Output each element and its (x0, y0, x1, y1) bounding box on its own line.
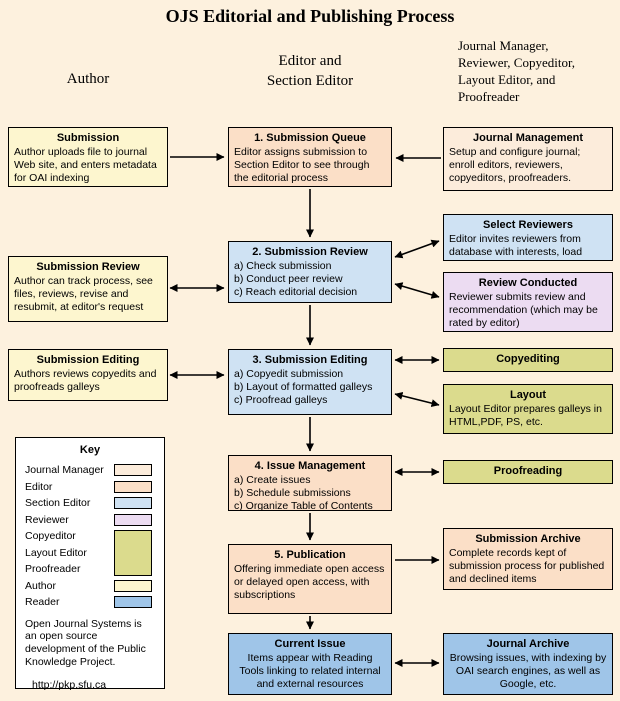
arrow-editing-layout (394, 391, 440, 408)
submission-queue-title: 1. Submission Queue (254, 132, 366, 144)
legend-row-reader: Reader (16, 594, 164, 611)
review-conducted-body: Reviewer submits review and recommendati… (449, 291, 598, 329)
legend-row-proofreader: Proofreader (16, 561, 164, 578)
legend-label: Editor (25, 480, 53, 493)
legend-row-journal-manager: Journal Manager (16, 462, 164, 479)
legend-row-copyeditor: Copyeditor (16, 528, 164, 545)
legend-swatch-author (114, 579, 152, 592)
submission-archive-body: Complete records kept of submission proc… (449, 547, 605, 585)
submission-editing-title: 3. Submission Editing (252, 354, 368, 366)
review-conducted-title: Review Conducted (478, 277, 578, 289)
legend-row-author: Author (16, 578, 164, 595)
journal-management-box: Journal Management Setup and configure j… (443, 127, 613, 191)
issue-management-body: a) Create issues b) Schedule submissions… (234, 474, 373, 512)
legend-label: Copyeditor (25, 530, 76, 543)
publication-body: Offering immediate open access or delaye… (234, 563, 385, 601)
legend-swatch-reviewer (114, 513, 152, 526)
publication-title: 5. Publication (274, 549, 346, 561)
submission-editing-box: 3. Submission Editing a) Copyedit submis… (228, 349, 392, 415)
layout-box: Layout Layout Editor prepares galleys in… (443, 384, 613, 434)
issue-management-box: 4. Issue Management a) Create issues b) … (228, 455, 392, 512)
arrow-review-review-conducted (394, 282, 440, 299)
legend-swatch-journal-manager (114, 464, 152, 477)
submission-body: Author uploads file to journal Web site,… (14, 146, 157, 184)
select-reviewers-box: Select Reviewers Editor invites reviewer… (443, 214, 613, 261)
author-submission-review-title: Submission Review (36, 261, 140, 273)
select-reviewers-body: Editor invites reviewers from database w… (449, 233, 583, 259)
legend-swatch-copyeditor-group (114, 530, 152, 576)
legend-row-layout-editor: Layout Editor (16, 545, 164, 562)
select-reviewers-title: Select Reviewers (483, 219, 573, 231)
legend-swatch-section-editor (114, 497, 152, 510)
legend-label: Author (25, 579, 56, 592)
copyediting-title: Copyediting (496, 353, 560, 365)
journal-management-body: Setup and configure journal; enroll edit… (449, 146, 581, 184)
legend-row-section-editor: Section Editor (16, 495, 164, 512)
submission-archive-box: Submission Archive Complete records kept… (443, 528, 613, 590)
author-submission-editing-box: Submission Editing Authors reviews copye… (8, 349, 168, 401)
legend-label: Layout Editor (25, 546, 87, 559)
legend: Key Journal Manager Editor Section Edito… (15, 437, 165, 691)
legend-label: Reviewer (25, 513, 69, 526)
submission-archive-title: Submission Archive (475, 533, 581, 545)
legend-label: Section Editor (25, 497, 91, 510)
copyediting-box: Copyediting (443, 348, 613, 372)
submission-box: Submission Author uploads file to journa… (8, 127, 168, 187)
layout-title: Layout (509, 389, 547, 401)
author-submission-review-box: Submission Review Author can track proce… (8, 256, 168, 322)
column-header-author: Author (66, 71, 110, 87)
publication-box: 5. Publication Offering immediate open a… (228, 544, 392, 614)
author-submission-editing-body: Authors reviews copyedits and proofreads… (14, 368, 157, 394)
submission-queue-box: 1. Submission Queue Editor assigns submi… (228, 127, 392, 187)
legend-note: Open Journal Systems is an open source d… (25, 617, 146, 668)
legend-label: Proofreader (25, 563, 81, 576)
journal-management-title: Journal Management (472, 132, 584, 144)
arrow-review-select-reviewers (394, 239, 440, 259)
legend-label: Reader (25, 596, 60, 609)
proofreading-title: Proofreading (493, 465, 563, 477)
author-submission-editing-title: Submission Editing (36, 354, 140, 366)
current-issue-body: Items appear with Reading Tools linking … (239, 652, 381, 690)
submission-title: Submission (56, 132, 120, 144)
proofreading-box: Proofreading (443, 460, 613, 484)
page-title: OJS Editorial and Publishing Process (165, 6, 455, 26)
legend-swatch-editor (114, 480, 152, 493)
current-issue-title: Current Issue (274, 638, 346, 650)
legend-label: Journal Manager (25, 464, 104, 477)
author-submission-review-body: Author can track process, see files, rev… (14, 275, 153, 313)
legend-swatch-reader (114, 596, 152, 609)
legend-row-reviewer: Reviewer (16, 512, 164, 529)
submission-review-body: a) Check submission b) Conduct peer revi… (234, 260, 358, 298)
legend-row-editor: Editor (16, 479, 164, 496)
journal-archive-box: Journal Archive Browsing issues, with in… (443, 633, 613, 695)
legend-title: Key (79, 444, 101, 456)
current-issue-box: Current Issue Items appear with Reading … (228, 633, 392, 695)
column-header-editor: Editor and Section Editor (266, 53, 354, 89)
submission-review-title: 2. Submission Review (252, 246, 368, 258)
journal-archive-body: Browsing issues, with indexing by OAI se… (449, 652, 607, 690)
column-header-staff: Journal Manager, Reviewer, Copyeditor, L… (458, 38, 576, 104)
pkp-url: http://pkp.sfu.ca (32, 678, 107, 691)
submission-editing-body: a) Copyedit submission b) Layout of form… (234, 368, 373, 406)
layout-body: Layout Editor prepares galleys in HTML,P… (449, 403, 602, 429)
submission-review-box: 2. Submission Review a) Check submission… (228, 241, 392, 303)
journal-archive-title: Journal Archive (486, 638, 570, 650)
submission-queue-body: Editor assigns submission to Section Edi… (234, 146, 370, 184)
review-conducted-box: Review Conducted Reviewer submits review… (443, 272, 613, 332)
issue-management-title: 4. Issue Management (254, 460, 366, 472)
